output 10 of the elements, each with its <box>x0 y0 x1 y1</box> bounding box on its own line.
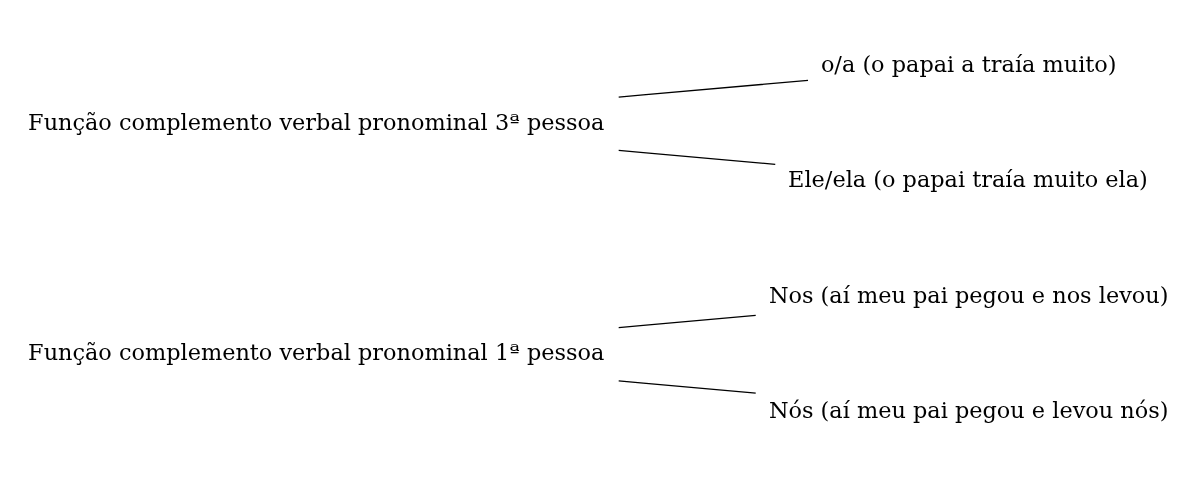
node-text: o/a (o papai a traía muito) <box>820 50 1117 77</box>
node-text: Função complemento verbal pronominal 3ª pessoa <box>28 108 605 135</box>
node-text: Ele/ela (o papai traía muito ela) <box>788 165 1148 192</box>
connector <box>618 314 757 328</box>
connector <box>618 79 809 98</box>
connector <box>618 379 757 394</box>
node-text: Nós (aí meu pai pegou e levou nós) <box>768 396 1169 423</box>
node-text: Função complemento verbal pronominal 1ª pessoa <box>28 338 605 365</box>
node-text: Nos (aí meu pai pegou e nos levou) <box>768 281 1169 308</box>
connector <box>618 149 776 165</box>
